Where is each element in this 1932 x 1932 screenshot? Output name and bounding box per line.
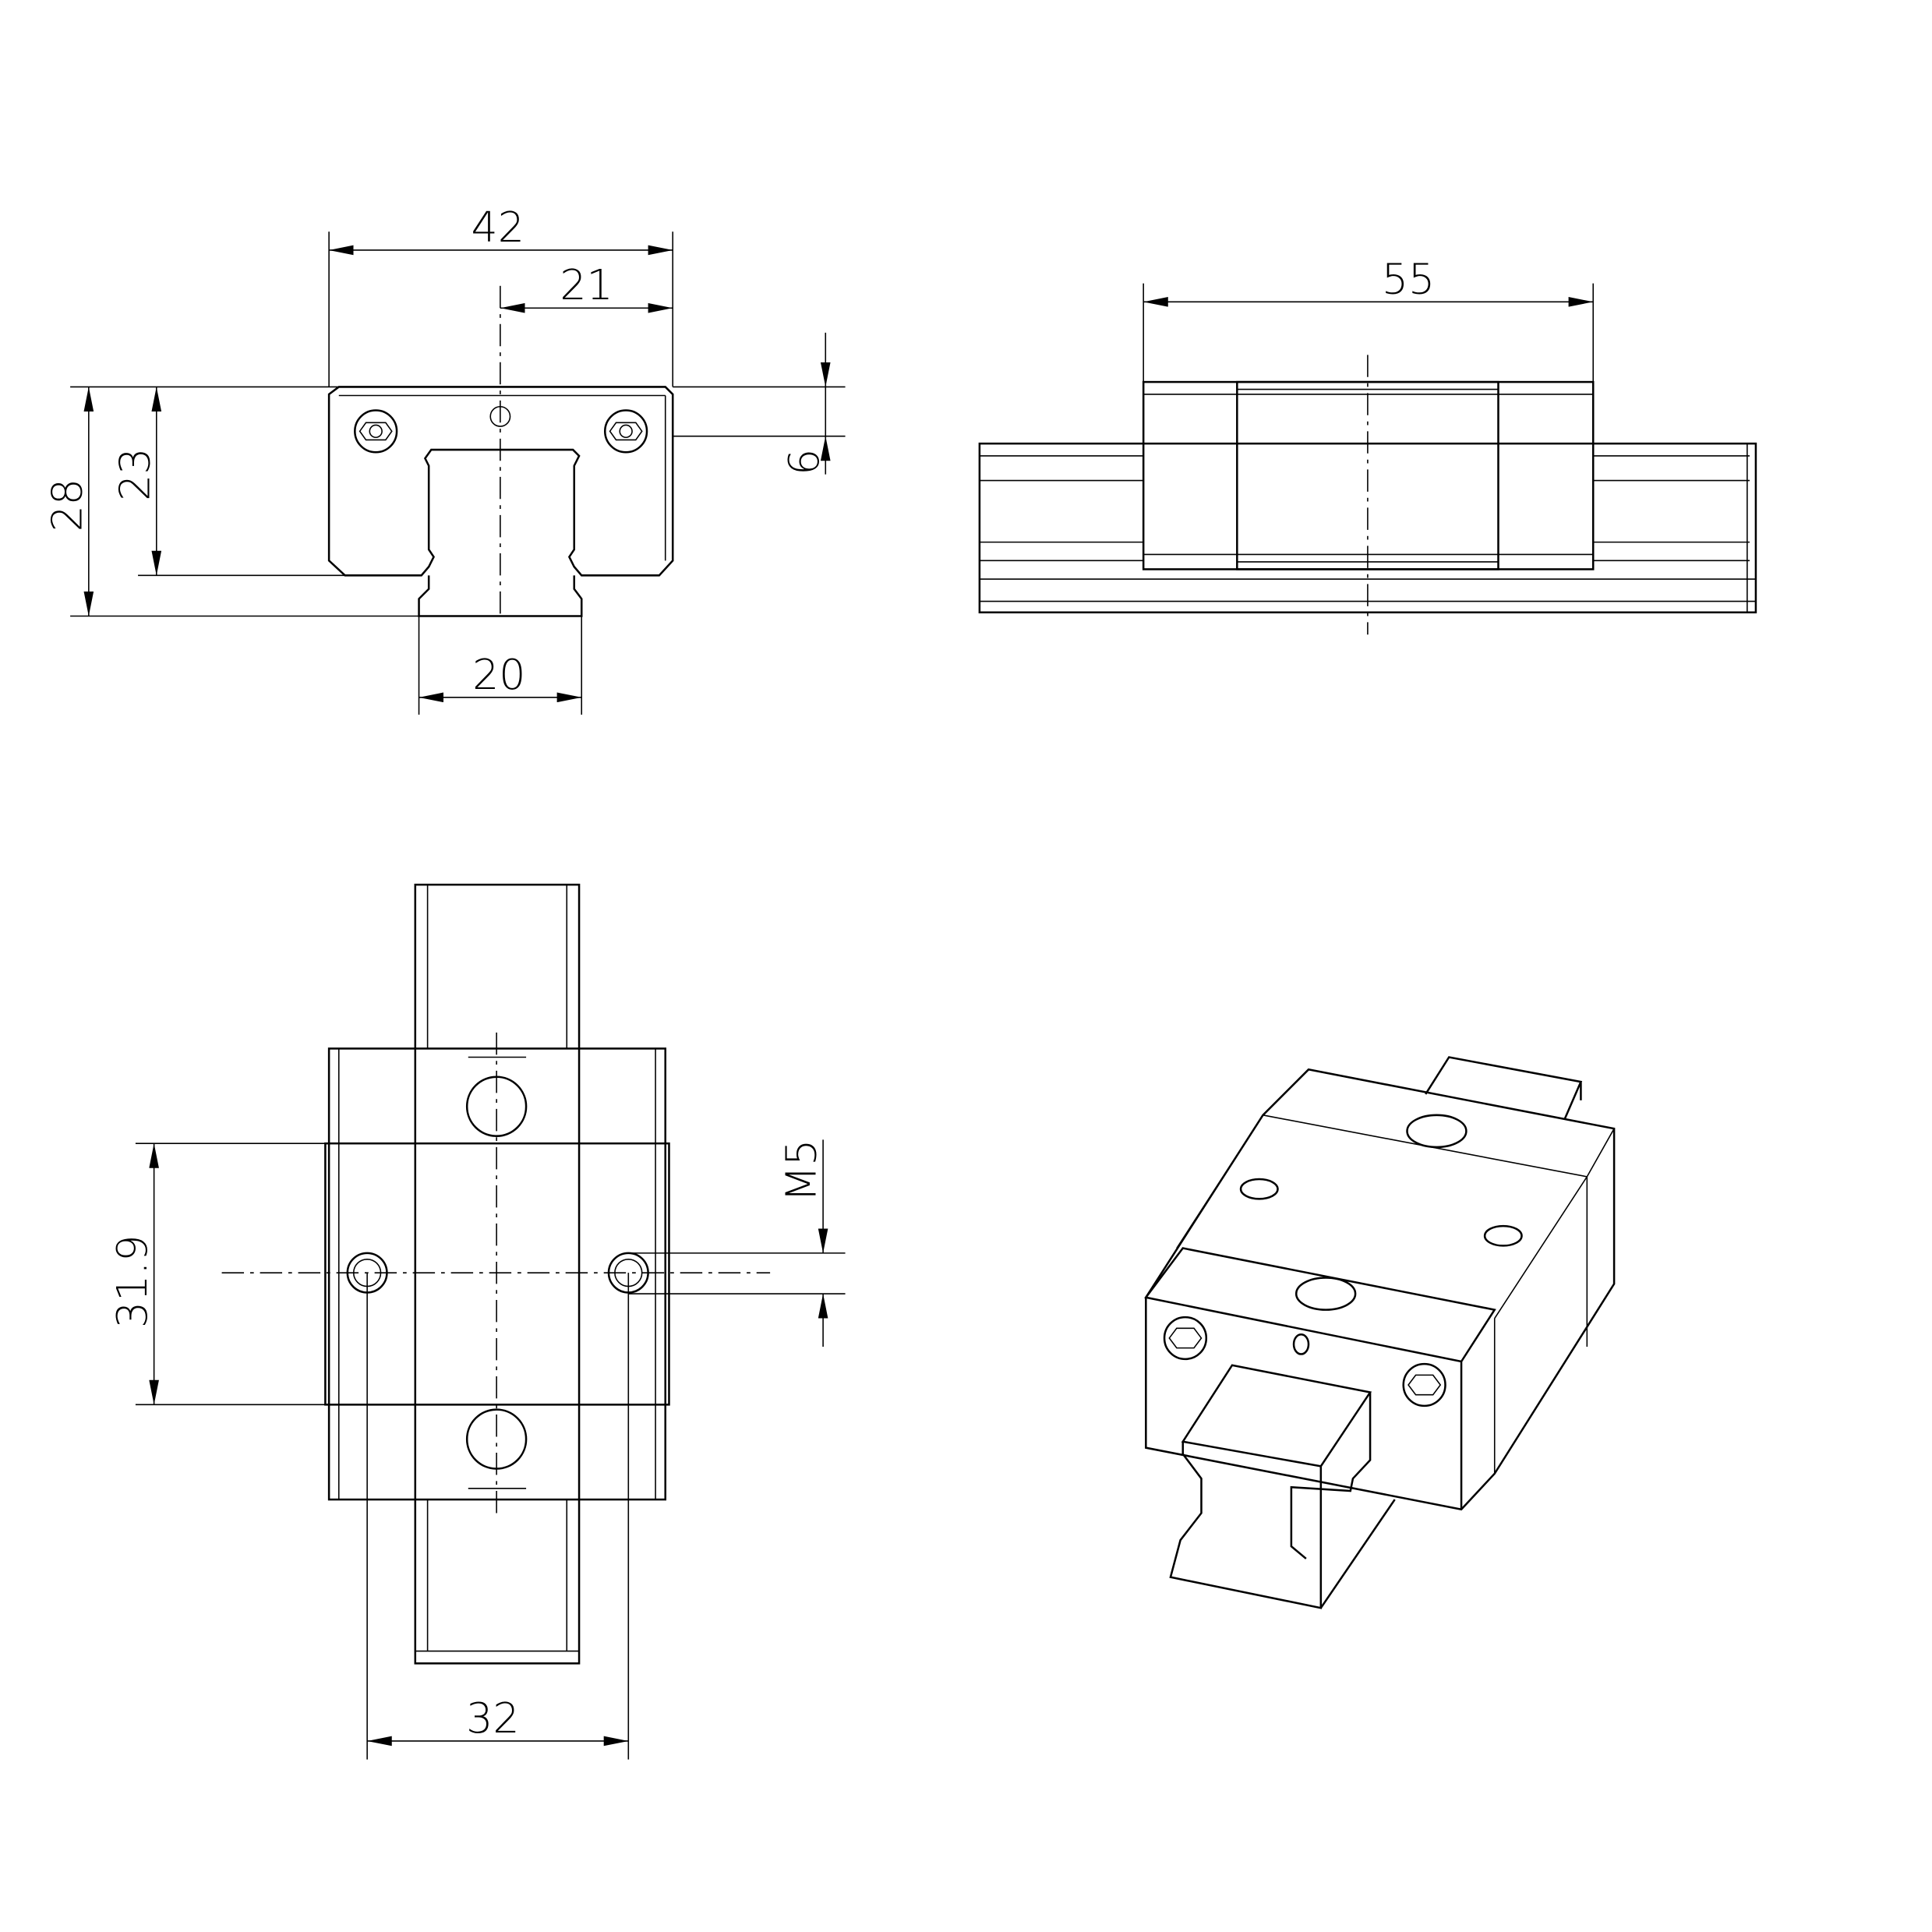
dim-55-label: 55 [1382, 254, 1435, 303]
dim-23-label: 23 [110, 447, 159, 500]
dim-20-label: 20 [472, 650, 525, 699]
front-view: 42 21 28 23 6 20 [42, 203, 846, 715]
carriage-outline [327, 386, 674, 577]
rail-top [414, 883, 581, 1665]
side-view: 55 [978, 254, 1757, 635]
screw-right-icon [604, 409, 648, 454]
iso-screw-right-icon [1402, 1362, 1446, 1407]
top-view: 31.9 M5 32 [108, 883, 846, 1760]
dim-32-label: 32 [466, 1694, 519, 1743]
dim-6-label: 6 [779, 449, 828, 475]
dim-21-label: 21 [560, 260, 613, 309]
dim-42-label: 42 [472, 203, 525, 252]
dim-28-label: 28 [42, 479, 91, 532]
iso-screw-left-icon [1163, 1316, 1208, 1361]
rail-profile [418, 575, 583, 617]
iso-rail [1169, 1364, 1396, 1609]
isometric-view [1144, 1056, 1616, 1609]
dim-m5-label: M5 [777, 1139, 826, 1203]
dim-31-9-label: 31.9 [108, 1234, 157, 1328]
screw-left-icon [354, 409, 398, 454]
